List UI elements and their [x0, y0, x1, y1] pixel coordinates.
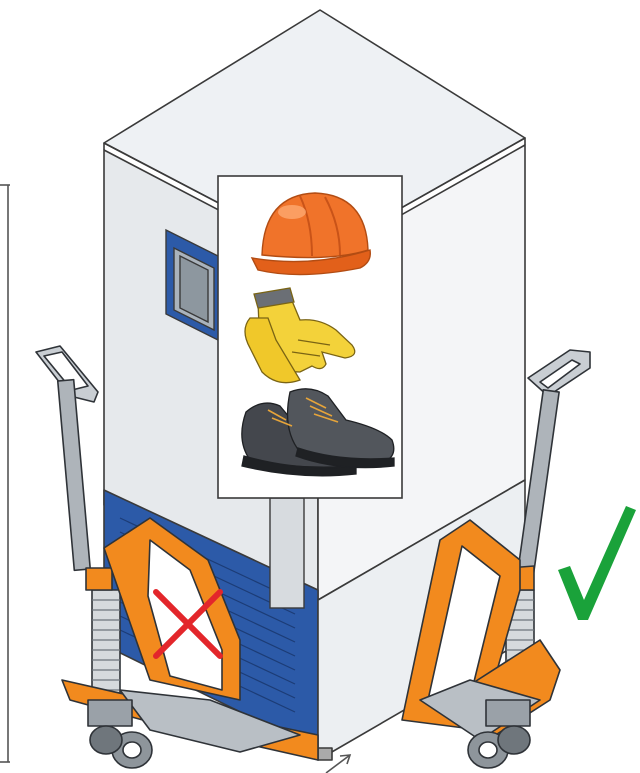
- hydraulic-spring: [92, 590, 120, 700]
- service-column: [270, 498, 304, 608]
- height-dimension-line: [0, 185, 10, 762]
- green-check-icon: [558, 506, 636, 620]
- ppe-sign: [218, 176, 402, 498]
